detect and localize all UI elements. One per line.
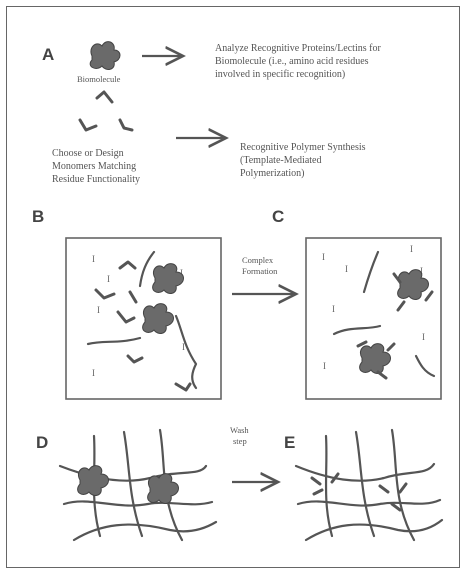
binding-site-monomer [392, 504, 400, 510]
monomer-shape [118, 312, 134, 322]
crosslinker-symbol: I [422, 332, 425, 342]
polymer-strand [416, 356, 434, 376]
bound-monomer [388, 344, 394, 350]
polymer-strand [88, 338, 140, 344]
polymer-strand [392, 430, 414, 540]
bound-monomer [378, 372, 386, 378]
polymer-strand [296, 464, 434, 481]
biomolecule-shape [148, 474, 179, 504]
crosslinker-symbol: I [92, 254, 95, 264]
monomer-shape [120, 120, 132, 130]
wash-step-text-1: Wash [230, 425, 249, 435]
polymer-strand [176, 316, 196, 388]
biomolecule-shape [90, 42, 120, 70]
bound-monomer [398, 302, 404, 310]
biomolecule-shape [78, 466, 109, 496]
monomer-shape [130, 292, 136, 302]
binding-site-monomer [400, 484, 406, 492]
biomolecule-shape [143, 304, 174, 334]
complex-formation-text-2: Formation [242, 266, 278, 276]
synthesis-text-2: (Template-Mediated [240, 155, 321, 166]
choose-text-2: Monomers Matching [52, 161, 136, 172]
panel-label-d: D [36, 433, 48, 452]
panel-label-b: B [32, 207, 44, 226]
biomolecule-shape [398, 270, 429, 300]
crosslinker-symbol: I [332, 304, 335, 314]
polymer-strand [298, 500, 440, 506]
panel-label-e: E [284, 433, 295, 452]
bound-monomer [426, 292, 432, 300]
binding-site-monomer [380, 486, 388, 492]
monomer-shape [120, 262, 135, 268]
polymer-strand [140, 252, 154, 286]
panel-label-a: A [42, 45, 54, 64]
crosslinker-symbol: I [107, 274, 110, 284]
analyze-text-1: Analyze Recognitive Proteins/Lectins for [215, 43, 381, 54]
analyze-text-3: involved in specific recognition) [215, 69, 345, 80]
wash-step-text-2: step [233, 436, 247, 446]
monomer-shape [96, 290, 114, 298]
crosslinker-symbol: I [92, 368, 95, 378]
synthesis-text-3: Polymerization) [240, 168, 304, 179]
polymer-strand [124, 432, 142, 536]
crosslinker-symbol: I [345, 264, 348, 274]
crosslinker-symbol: I [322, 252, 325, 262]
polymer-strand [334, 326, 380, 334]
polymer-strand [364, 252, 378, 292]
crosslinker-symbol: I [410, 244, 413, 254]
monomer-shape [128, 356, 142, 362]
monomer-shape [176, 384, 190, 390]
monomer-shape [80, 120, 96, 130]
binding-site-monomer [314, 490, 322, 494]
crosslinker-symbol: I [97, 305, 100, 315]
panel-label-c: C [272, 207, 284, 226]
biomolecule-shape [360, 344, 391, 374]
polymer-strand [74, 522, 216, 540]
binding-site-monomer [312, 478, 320, 484]
complex-formation-text-1: Complex [242, 255, 274, 265]
polymer-strand [326, 436, 332, 536]
monomer-shape [97, 92, 112, 102]
crosslinker-symbol: I [323, 361, 326, 371]
polymer-strand [64, 501, 212, 505]
synthesis-text-1: Recognitive Polymer Synthesis [240, 142, 366, 153]
panel-b-box [66, 238, 221, 399]
analyze-text-2: Biomolecule (i.e., amino acid residues [215, 56, 369, 67]
bound-monomer [358, 342, 366, 346]
biomolecule-shape [153, 264, 184, 294]
choose-text-1: Choose or Design [52, 148, 124, 159]
choose-text-3: Residue Functionality [52, 174, 140, 185]
polymer-strand [356, 432, 374, 536]
biomolecule-label: Biomolecule [77, 74, 121, 84]
